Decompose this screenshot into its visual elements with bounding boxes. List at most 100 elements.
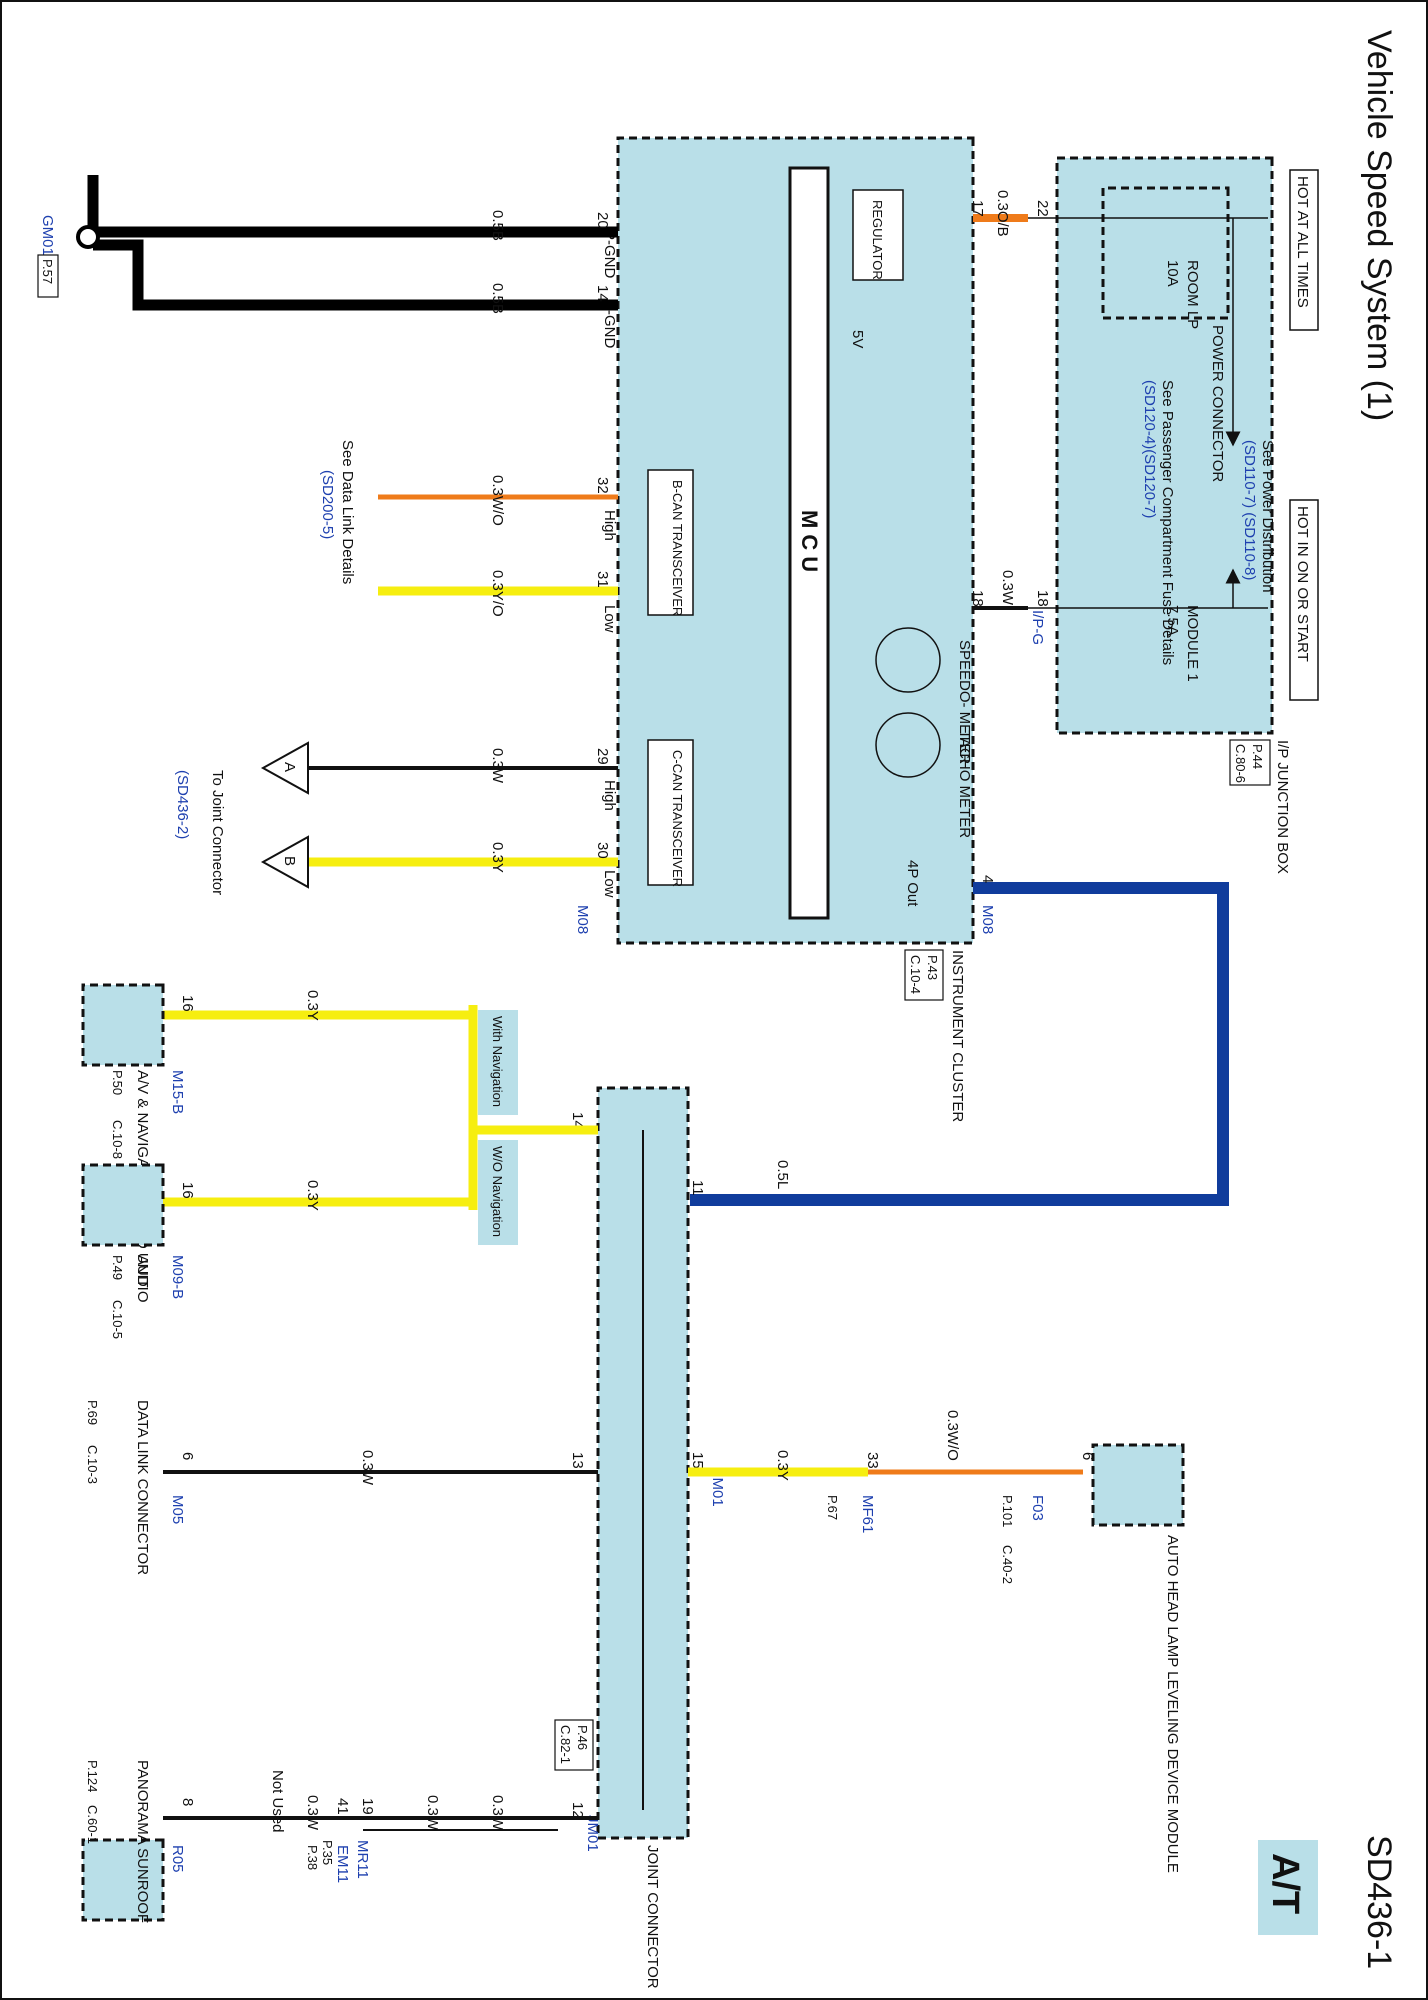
power-connector-box [1101,186,1230,320]
wire-label-03wo-hl: 0.3W/O [944,1410,961,1461]
audio-tag: M09-B [169,1255,186,1299]
mcu-block [788,166,830,920]
junction-box-conn: C.80-6 [1233,744,1248,783]
ccan-block [647,739,694,886]
not-used: Not Used [269,1770,286,1833]
pin-av16: 16 [179,995,196,1012]
wire-black-pin20 [87,175,618,238]
without-nav-tag [478,1140,518,1245]
sgnd-label: S-GND [601,300,618,349]
pin-18b: 18 [969,590,986,607]
see-passenger-refs: (SD120-4)(SD120-7) [1141,380,1158,518]
pin-17: 17 [969,200,986,217]
pgnd-label: P-GND [601,230,618,279]
mf61-tag: MF61 [859,1495,876,1533]
joint-conn: C.82-1 [558,1725,573,1764]
pin-roof8: 8 [179,1798,196,1806]
pin-18a: 18 [1034,590,1051,607]
wire-label-03w-em11: 0.3W [424,1795,441,1831]
pin-14: 14 [594,285,611,302]
hl-name: AUTO HEAD LAMP LEVELING DEVICE MODULE [1164,1535,1181,1873]
hot-all-times-box [1289,169,1319,331]
wire-label-05b-2: 0.5B [489,283,506,314]
bcan-label: B-CAN TRANSCEIVER [670,480,685,616]
roof-page: P.124 [85,1760,100,1792]
hl-conn: C.40-2 [1000,1545,1015,1584]
joint-page: P.46 [575,1725,590,1750]
dlc-name: DATA LINK CONNECTOR [134,1400,151,1575]
bcan-high-label: High [601,510,618,541]
dlc-page: P.69 [85,1400,100,1425]
av-page: P.50 [110,1070,125,1095]
joint-ref-box [554,1719,594,1771]
wire-black-pin14 [93,239,618,311]
mr11-tag: MR11 [354,1840,371,1879]
wire-blue-05l [690,882,1229,1206]
audio-name: AUDIO [134,1255,151,1303]
av-tag: M15-B [169,1070,186,1114]
ipg-tag: I/P-G [1029,610,1046,645]
wire-label-03y-ccan: 0.3Y [489,842,506,873]
pin-j14: 14 [569,1112,586,1129]
junction-box [1055,156,1274,735]
at-badge-bg [1258,1840,1318,1935]
hl-page: P.101 [1000,1495,1015,1527]
room-lp: ROOM LP [1184,260,1201,329]
cluster-name: INSTRUMENT CLUSTER [949,950,966,1122]
roof-tag: R05 [169,1845,186,1873]
ground-page-box [37,254,59,298]
module1: MODULE 1 [1184,605,1201,682]
power-connector: POWER CONNECTOR [1209,325,1226,482]
hot-on-start-box [1289,499,1319,701]
dlc-conn: C.10-3 [85,1445,100,1484]
wire-label-03w-ign: 0.3W [999,570,1016,606]
wire-label-03y-av: 0.3Y [304,990,321,1021]
dlc-tag: M05 [169,1495,186,1524]
pin-dlc6: 6 [179,1452,196,1460]
speedometer-label: SPEEDO- METER [956,640,973,764]
av-conn: C.10-8 [110,1120,125,1159]
av-head-unit-box [81,983,165,1067]
wire-label-03y-mf61: 0.3Y [774,1450,791,1481]
five-v-label: 5V [849,330,866,348]
ground-symbol-icon [76,225,100,249]
regulator-label: REGULATOR [870,200,885,280]
wire-label-03w-ccan: 0.3W [489,748,506,784]
ccan-label: C-CAN TRANSCEIVER [670,750,685,887]
out-label: 4P Out [904,860,921,907]
pin-mf33: 33 [864,1452,881,1469]
wire-label-03w-roof: 0.3W [304,1795,321,1831]
pin-29: 29 [594,748,611,765]
pin-22: 22 [1034,200,1051,217]
pin-j11: 11 [689,1180,706,1196]
tachometer-label: TACHO METER [956,730,973,838]
m08-bottom-tag: M08 [574,905,591,934]
jm01-b: JM01 [584,1815,601,1852]
without-nav: W/O Navigation [490,1146,505,1237]
ccan-low-label: Low [601,870,618,898]
junction-box-name: I/P JUNCTION BOX [1274,740,1291,874]
with-nav: With Navigation [490,1016,505,1107]
audio-box [81,1163,165,1247]
cluster-conn: C.10-4 [908,955,923,994]
wire-label-03wo-bcan: 0.3W/O [489,475,506,526]
pin-hl6: 6 [1079,1452,1096,1460]
cluster-ref-box [904,949,944,1001]
pin-31: 31 [594,571,611,588]
pin-em41: 41 [334,1798,351,1815]
audio-page: P.49 [110,1255,125,1280]
mr11-page: P.35 [320,1840,335,1865]
see-power-dist: See Power Distribution [1259,440,1276,593]
data-link-note: See Data Link Details [339,440,356,584]
joint-ref-triangle-a-icon [260,741,309,795]
joint-ref-a: A [281,762,298,772]
junction-box-page: P.44 [1250,744,1265,769]
cluster-page: P.43 [925,955,940,980]
joint-ref-link: (SD436-2) [174,770,191,839]
ccan-high-label: High [601,780,618,811]
wire-label-03y-audio: 0.3Y [304,1180,321,1211]
wire-label-05b-1: 0.5B [489,210,506,241]
em11-page: P.38 [305,1845,320,1870]
